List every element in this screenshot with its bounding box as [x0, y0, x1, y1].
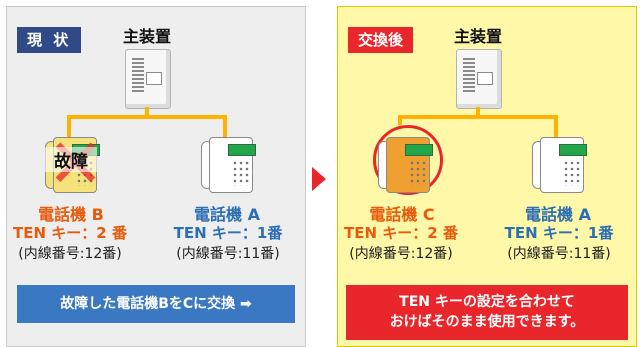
after-replacement-panel: 交換後 主装置 電話機 C TEN キー：2 番 (内線番号:12番) 電話機 … [337, 6, 637, 347]
phone-a-ten: TEN キー：1番 [504, 224, 614, 242]
main-unit-title: 主装置 [123, 27, 172, 46]
phone-c-ten: TEN キー：2 番 [344, 224, 458, 242]
phone-a-name: 電話機 A [525, 205, 591, 224]
replace-note: 故障した電話機BをCに交換 ➡ [17, 285, 295, 323]
connector-right-drop [554, 115, 558, 137]
phone-a-name: 電話機 A [194, 205, 260, 224]
main-unit-icon [125, 49, 171, 109]
current-state-panel: 現 状 主装置 ✕ 故障 電話機 B TEN キー：2 番 (内線番号:12番)… [6, 6, 306, 347]
phone-a-icon [532, 137, 587, 193]
phone-c-icon [378, 137, 433, 193]
phone-b-ten: TEN キー：2 番 [13, 224, 127, 242]
connector-vertical [476, 107, 480, 117]
broken-label: 故障 [45, 147, 97, 172]
phone-c-ext: (内線番号:12番) [349, 246, 453, 262]
connector-horizontal [67, 115, 227, 119]
settings-note: TEN キーの設定を合わせて おけばそのまま使用できます。 [346, 285, 628, 340]
phone-a-ext: (内線番号:11番) [176, 246, 280, 262]
connector-right-drop [223, 115, 227, 137]
main-unit-title: 主装置 [454, 27, 503, 46]
phone-b-name: 電話機 B [38, 205, 104, 224]
current-badge: 現 状 [17, 27, 82, 53]
phone-a-ext: (内線番号:11番) [507, 246, 611, 262]
phone-b-broken-icon: ✕ 故障 [45, 131, 104, 199]
highlight-ring-icon [373, 125, 443, 195]
settings-note-line1: TEN キーの設定を合わせて [399, 294, 575, 310]
settings-note-line2: おけばそのまま使用できます。 [389, 314, 585, 330]
transition-arrow-icon [312, 167, 326, 191]
connector-horizontal [398, 115, 558, 119]
phone-a-icon [201, 137, 256, 193]
connector-left-drop [398, 115, 402, 125]
connector-vertical [145, 107, 149, 117]
connector-left-drop [67, 115, 71, 137]
phone-a-ten: TEN キー：1番 [173, 224, 283, 242]
phone-c-name: 電話機 C [369, 205, 435, 224]
after-badge: 交換後 [348, 27, 414, 53]
main-unit-icon [456, 49, 502, 109]
phone-b-ext: (内線番号:12番) [18, 246, 122, 262]
